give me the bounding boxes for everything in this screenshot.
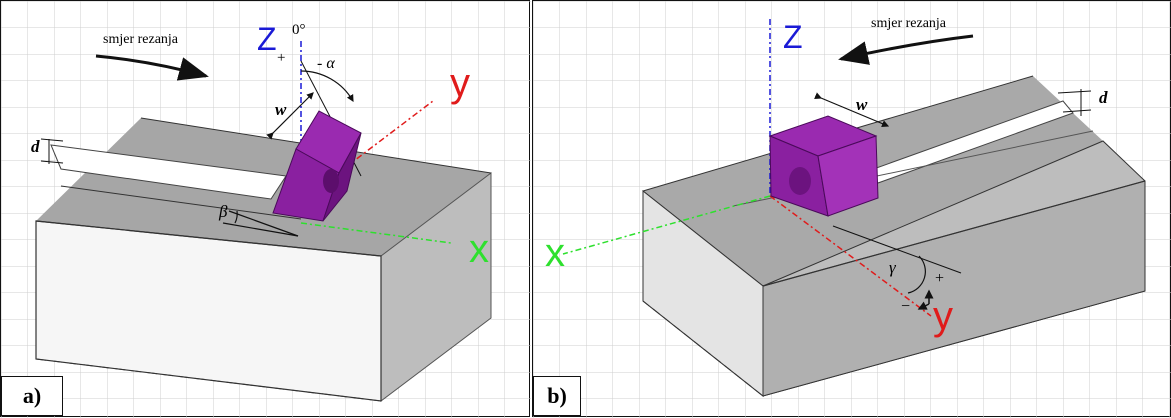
front-top-edge bbox=[35, 220, 382, 257]
cut-direction-label: smjer rezanja bbox=[871, 16, 947, 31]
x-axis-label: x bbox=[469, 227, 489, 271]
panel-a-tag: a) bbox=[1, 376, 63, 416]
panel-a: smjer rezanja Z 0° + - α y w d β x a) bbox=[0, 0, 531, 418]
z-axis-label: Z bbox=[783, 19, 803, 55]
cut-direction-arrow bbox=[95, 54, 209, 81]
gamma-reference-line bbox=[832, 225, 962, 274]
slot bbox=[50, 144, 287, 200]
w-dimension-arrow bbox=[266, 92, 314, 140]
tool-side-face bbox=[817, 135, 879, 217]
z-axis-label: Z bbox=[257, 21, 277, 57]
tool-hole bbox=[789, 167, 811, 195]
slot-edge bbox=[60, 185, 302, 220]
alpha-arc bbox=[300, 70, 354, 103]
plus-sign: + bbox=[935, 270, 945, 287]
y-axis-line bbox=[769, 195, 932, 317]
cut-direction-arrow bbox=[838, 34, 974, 65]
d-tick bbox=[40, 160, 64, 164]
w-dimension-arrow bbox=[814, 92, 890, 128]
w-label: w bbox=[856, 95, 868, 114]
d-tick bbox=[40, 138, 64, 142]
gamma-label: γ bbox=[889, 258, 896, 277]
panel-a-drawing bbox=[1, 1, 531, 418]
beta-arc bbox=[234, 210, 238, 224]
alpha-label: - α bbox=[317, 55, 335, 72]
gamma-arc bbox=[907, 255, 926, 294]
x-axis-line bbox=[300, 222, 452, 244]
beta-line-2 bbox=[222, 222, 299, 237]
minus-arrow bbox=[917, 301, 930, 310]
zero-angle-label: 0° bbox=[292, 22, 306, 38]
minus-sign: − bbox=[901, 298, 911, 315]
panel-b: smjer rezanja Z w d x γ + − y b) bbox=[532, 0, 1171, 418]
w-label: w bbox=[275, 100, 287, 119]
plus-sign: + bbox=[277, 50, 286, 66]
d-label: d bbox=[1099, 88, 1108, 107]
hidden-edge-bottom bbox=[35, 358, 382, 402]
panel-b-tag: b) bbox=[533, 376, 581, 416]
y-axis-label: y bbox=[933, 294, 953, 338]
tool-hole bbox=[323, 169, 339, 193]
tool-side-face bbox=[322, 132, 362, 222]
x-axis-label: x bbox=[545, 231, 565, 275]
d-label: d bbox=[31, 137, 40, 156]
x-axis-line bbox=[562, 195, 771, 255]
beta-label: β bbox=[219, 202, 228, 221]
cut-direction-label: smjer rezanja bbox=[103, 32, 179, 47]
beta-line-1 bbox=[228, 210, 299, 237]
y-axis-label: y bbox=[450, 61, 470, 105]
panel-b-drawing bbox=[533, 1, 1171, 418]
